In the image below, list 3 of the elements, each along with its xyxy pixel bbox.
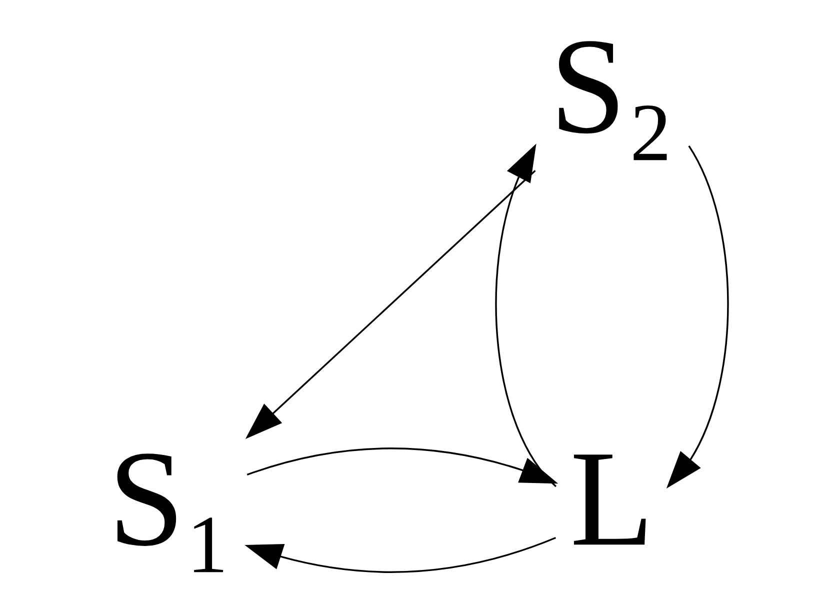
node-text: S₂ xyxy=(550,9,674,162)
node-text: S₁ xyxy=(108,422,233,575)
node-text: L xyxy=(570,422,654,575)
